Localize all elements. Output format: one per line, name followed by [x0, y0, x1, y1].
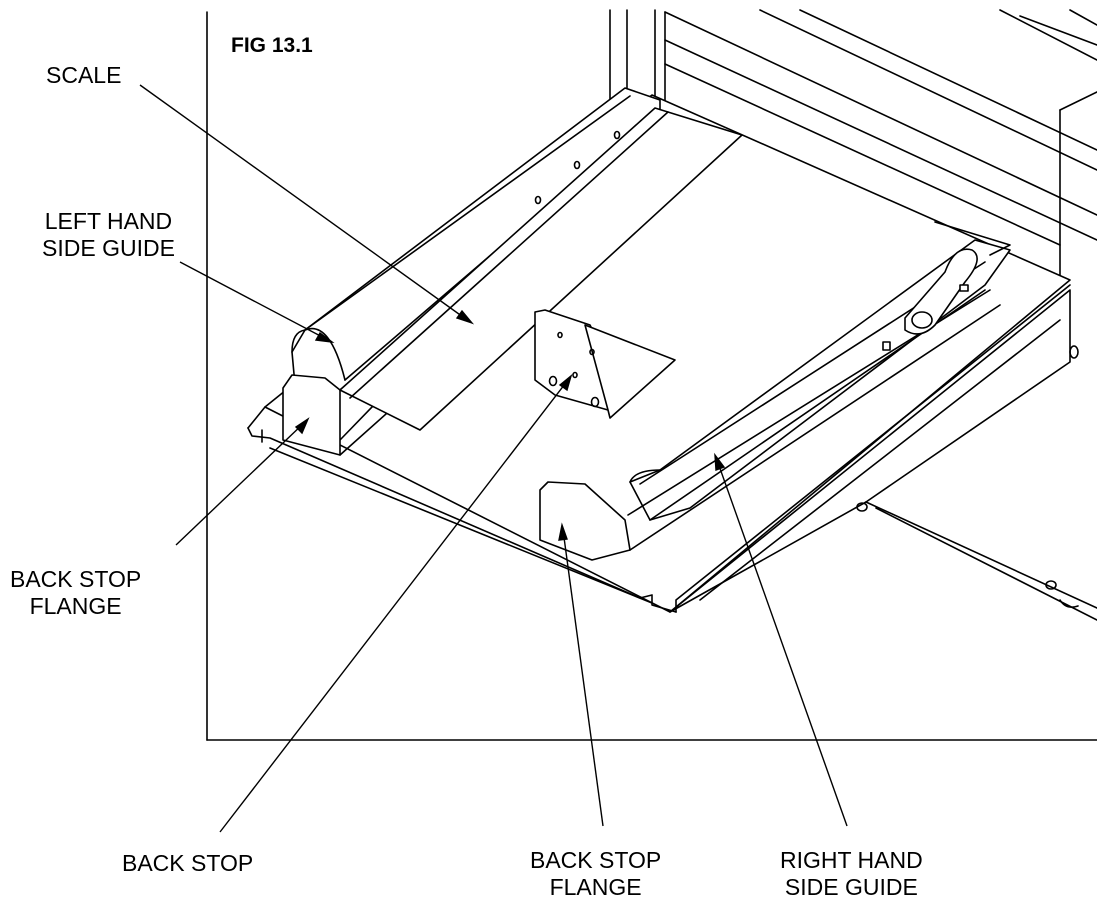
callout-back-stop-flange-left: BACK STOP FLANGE: [10, 566, 141, 620]
figure-number: FIG 13.1: [231, 34, 313, 57]
tray-plate: [247, 94, 1071, 613]
scale-strip: [339, 107, 743, 431]
leader-back-stop: [219, 374, 573, 833]
callout-scale: SCALE: [46, 62, 121, 89]
leader-back-stop-flange-left: [175, 417, 310, 546]
leader-scale: [139, 84, 475, 325]
machine-upper-body: [664, 9, 1097, 276]
callout-left-hand-side-guide-line-1: LEFT HAND: [44, 208, 173, 234]
callout-back-stop: BACK STOP: [122, 850, 253, 877]
back-stop-shape: [534, 309, 676, 419]
callout-back-stop-flange-bottom: BACK STOP FLANGE: [530, 847, 661, 901]
callout-back-stop-flange-bottom-line-1: BACK STOP: [530, 847, 662, 873]
callout-right-hand-side-guide-line-2: SIDE GUIDE: [784, 874, 918, 900]
locking-lever: [882, 248, 978, 351]
callout-back-stop-flange-left-line-1: BACK STOP: [10, 566, 142, 592]
leader-back-stop-flange-bottom: [558, 522, 604, 827]
leader-lines: [139, 84, 848, 833]
leader-right-hand-side-guide: [714, 452, 848, 827]
callout-back-stop-flange-bottom-line-2: FLANGE: [549, 874, 642, 900]
callout-back-stop-flange-left-line-2: FLANGE: [29, 593, 122, 619]
callout-right-hand-side-guide-line-1: RIGHT HAND: [780, 847, 923, 873]
callout-left-hand-side-guide-line-2: SIDE GUIDE: [42, 235, 175, 261]
callout-back-stop-line-1: BACK STOP: [122, 850, 254, 876]
callout-right-hand-side-guide: RIGHT HAND SIDE GUIDE: [780, 847, 923, 901]
leader-left-hand-side-guide: [179, 261, 335, 344]
callout-left-hand-side-guide: LEFT HAND SIDE GUIDE: [42, 208, 175, 262]
callout-scale-line-1: SCALE: [46, 62, 122, 88]
side-panel: [669, 289, 1097, 621]
